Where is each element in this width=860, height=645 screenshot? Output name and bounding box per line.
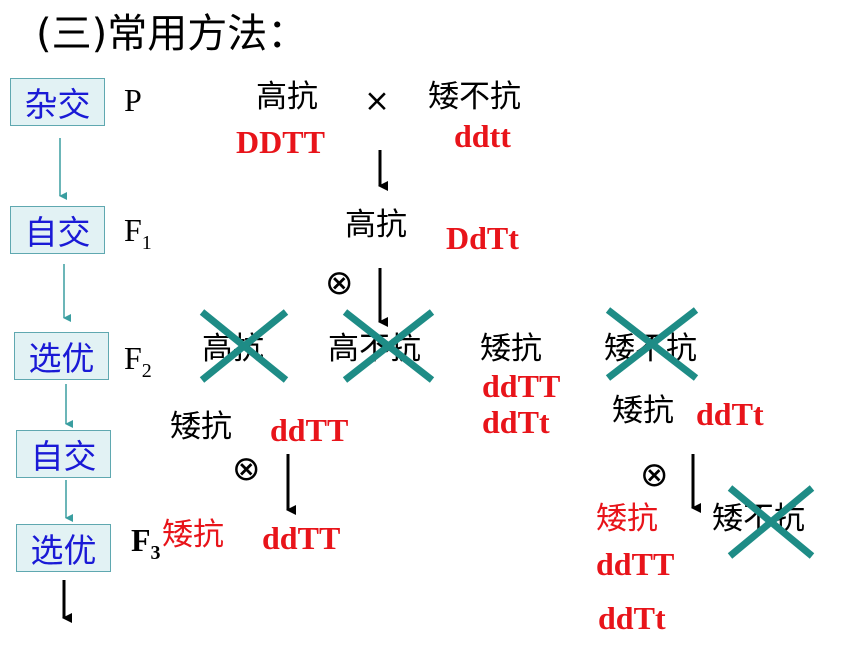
step-box-self-2: 自交 — [16, 430, 111, 478]
f2-tall-nonresistant: 高不抗 — [328, 331, 421, 367]
p-parent2-phenotype: 矮不抗 — [428, 79, 521, 115]
f2-tall-resistant: 高抗 — [202, 331, 264, 367]
left-self-cross-icon: ⊗ — [232, 449, 261, 489]
right-branch-genotype: ddTt — [696, 396, 764, 432]
f1-phenotype: 高抗 — [345, 207, 407, 243]
f1-genotype: DdTt — [446, 220, 519, 256]
step-box-select-2: 选优 — [16, 524, 111, 572]
right-branch-phenotype: 矮抗 — [612, 393, 674, 429]
cross-symbol: × — [364, 83, 390, 119]
page-title: (三)常用方法： — [36, 11, 308, 57]
p-parent1-genotype: DDTT — [236, 124, 325, 160]
right-f3-phenotype-1: 矮抗 — [596, 501, 658, 537]
left-branch-genotype: ddTT — [270, 412, 349, 448]
f2-short-resistant: 矮抗 — [480, 331, 542, 367]
label-f2: F2 — [124, 340, 152, 382]
step-box-cross: 杂交 — [10, 78, 105, 126]
left-branch-phenotype: 矮抗 — [170, 409, 232, 445]
p-parent1-phenotype: 高抗 — [256, 79, 318, 115]
right-f3-genotype-1: ddTT — [596, 546, 675, 582]
f2-genotype-ddTT: ddTT — [482, 368, 561, 404]
self-cross-icon: ⊗ — [325, 263, 354, 303]
f2-genotype-ddTt: ddTt — [482, 404, 550, 440]
p-parent2-genotype: ddtt — [454, 118, 511, 154]
left-f3-genotype: ddTT — [262, 520, 341, 556]
label-p: P — [124, 82, 142, 118]
step-box-self-1: 自交 — [10, 206, 105, 254]
step-box-select-1: 选优 — [14, 332, 109, 380]
cross-arrows — [286, 150, 701, 515]
f2-short-nonresistant: 矮不抗 — [604, 331, 697, 367]
right-self-cross-icon: ⊗ — [640, 455, 669, 495]
left-f3-phenotype: 矮抗 — [162, 517, 224, 553]
label-f3: F3 — [131, 522, 161, 564]
label-f1: F1 — [124, 212, 152, 254]
right-f3-phenotype-2: 矮不抗 — [712, 501, 805, 537]
right-f3-genotype-2: ddTt — [598, 600, 666, 636]
